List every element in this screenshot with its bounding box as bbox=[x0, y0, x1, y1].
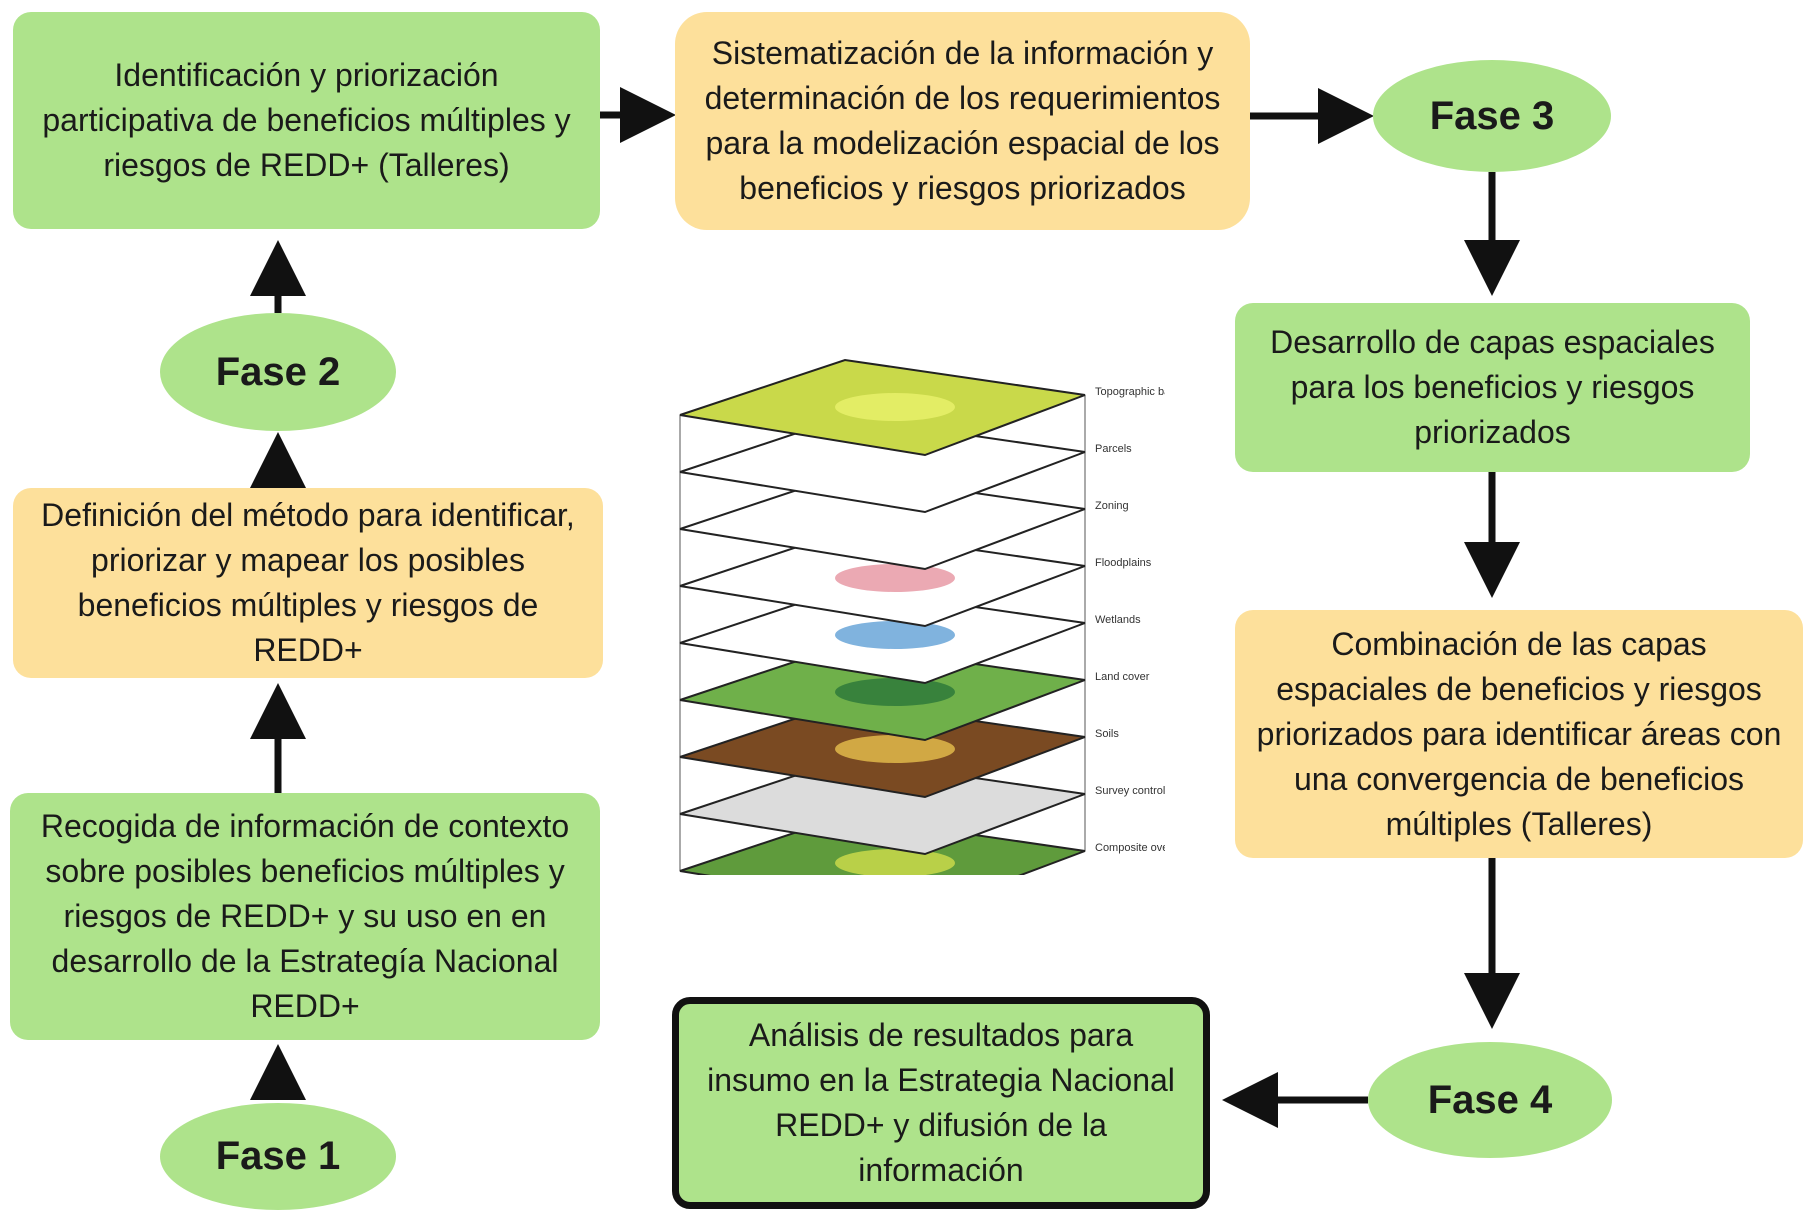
gis-layer-label: Wetlands bbox=[1095, 614, 1141, 626]
gis-layer: Survey control bbox=[679, 757, 1165, 856]
gis-layer-patch bbox=[835, 507, 955, 535]
gis-layer-patch bbox=[835, 450, 955, 478]
gis-layer: Parcels bbox=[679, 415, 1132, 514]
box-desarrollo-text: Desarrollo de capas espaciales para los … bbox=[1270, 324, 1715, 450]
box-sistematizacion: Sistematización de la información y dete… bbox=[675, 12, 1250, 230]
phase-fase4-label: Fase 4 bbox=[1427, 1077, 1553, 1122]
gis-layer-label: Parcels bbox=[1095, 443, 1132, 455]
gis-layer: Topographic base bbox=[679, 358, 1165, 457]
gis-layer-label: Composite overlay bbox=[1095, 842, 1165, 854]
gis-layer-label: Land cover bbox=[1095, 671, 1150, 683]
gis-layer-label: Survey control bbox=[1095, 785, 1165, 797]
gis-layer: Soils bbox=[679, 700, 1119, 799]
box-recogida-text: Recogida de información de contexto sobr… bbox=[40, 808, 570, 1024]
gis-layer: Land cover bbox=[679, 643, 1150, 742]
gis-layer: Floodplains bbox=[679, 529, 1152, 628]
gis-layer-patch bbox=[835, 564, 955, 592]
phase-fase3-label: Fase 3 bbox=[1429, 93, 1555, 138]
box-identificacion-text: Identificación y priorización participat… bbox=[42, 57, 571, 183]
phase-fase2-label: Fase 2 bbox=[215, 349, 341, 394]
gis-layers-illustration: Composite overlay Survey control Soils Land… bbox=[679, 358, 1165, 875]
box-sistematizacion-text: Sistematización de la información y dete… bbox=[704, 35, 1221, 206]
phase-fase1: Fase 1 bbox=[160, 1103, 396, 1210]
phase-fase1-label: Fase 1 bbox=[215, 1134, 341, 1178]
gis-layer: Zoning bbox=[679, 472, 1129, 571]
gis-layer-label: Zoning bbox=[1095, 500, 1129, 512]
gis-layer-patch bbox=[835, 792, 955, 820]
box-analisis: Análisis de resultados para insumo en la… bbox=[672, 997, 1210, 1209]
gis-layer-label: Soils bbox=[1095, 728, 1119, 740]
gis-layer: Wetlands bbox=[679, 586, 1141, 685]
phase-fase4: Fase 4 bbox=[1368, 1042, 1612, 1158]
box-combinacion-text: Combinación de las capas espaciales de b… bbox=[1256, 625, 1782, 842]
gis-layer-label: Floodplains bbox=[1095, 557, 1152, 569]
phase-fase3: Fase 3 bbox=[1373, 60, 1611, 172]
gis-layer-label: Topographic base bbox=[1095, 386, 1165, 398]
phase-fase2: Fase 2 bbox=[160, 313, 396, 431]
box-definicion: Definición del método para identificar, … bbox=[13, 488, 603, 678]
box-combinacion: Combinación de las capas espaciales de b… bbox=[1235, 610, 1803, 858]
box-identificacion: Identificación y priorización participat… bbox=[13, 12, 600, 229]
box-desarrollo: Desarrollo de capas espaciales para los … bbox=[1235, 303, 1750, 472]
gis-layer-patch bbox=[835, 849, 955, 875]
box-definicion-text: Definición del método para identificar, … bbox=[41, 497, 575, 668]
gis-layer-patch bbox=[835, 678, 955, 706]
box-analisis-text: Análisis de resultados para insumo en la… bbox=[707, 1017, 1175, 1188]
gis-layer-patch bbox=[835, 393, 955, 421]
gis-layer-patch bbox=[835, 735, 955, 763]
box-recogida: Recogida de información de contexto sobr… bbox=[10, 793, 600, 1040]
gis-layer-patch bbox=[835, 621, 955, 649]
